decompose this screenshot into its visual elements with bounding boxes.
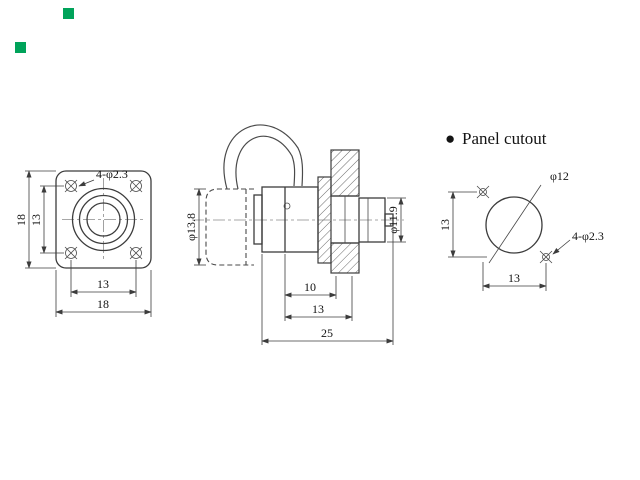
side-view: φ13.8 φ11.9 10 13 25 (184, 124, 406, 345)
flange-outline (55, 170, 152, 269)
connector-circle-outer (71, 187, 136, 252)
cap-ring (253, 194, 263, 245)
dim-rear-diameter: φ11.9 (386, 197, 406, 243)
connector-circle-mid (78, 194, 129, 245)
connector-circle-inner (86, 202, 121, 237)
dim-label-front-width-holes: 13 (97, 277, 109, 291)
dim-cap-diameter: φ13.8 (184, 188, 206, 266)
dim-cutout-height: 13 (438, 191, 487, 258)
dust-cap-outline (205, 188, 254, 266)
dim-label-cap-diameter: φ13.8 (184, 213, 198, 241)
dim-label-front-height-outer: 18 (14, 214, 28, 226)
dim-front-height-outer: 18 (14, 170, 56, 269)
cutout-circle (485, 196, 543, 254)
dim-cutout-width: 13 (482, 262, 547, 291)
dim-label-cutout-height: 13 (438, 219, 452, 231)
diameter-line (488, 184, 542, 264)
dim-label-rear-diameter: φ11.9 (386, 206, 400, 233)
panel-cutout-title: Panel cutout (462, 129, 547, 148)
panel-section-bottom (330, 242, 360, 274)
mounting-hole (65, 247, 77, 259)
dim-label-len-10: 10 (304, 280, 316, 294)
contact-pin (384, 213, 394, 227)
connector-body (261, 186, 319, 253)
dim-len-13: 13 (284, 276, 353, 321)
cutout-hole (479, 188, 487, 196)
green-marker-left (15, 42, 26, 53)
mounting-hole (130, 180, 142, 192)
dim-label-front-hole-callout: 4-φ2.3 (96, 167, 128, 181)
cutout-holes (476, 185, 553, 264)
dim-label-front-width-outer: 18 (97, 297, 109, 311)
dim-front-width-outer: 18 (55, 270, 152, 317)
panel-section-top (330, 149, 360, 197)
dim-cutout-hole-callout: 4-φ2.3 (552, 229, 604, 255)
dim-len-25: 25 (261, 229, 394, 345)
dim-label-len-25: 25 (321, 326, 333, 340)
mounting-holes (64, 179, 143, 260)
dim-len-10: 10 (284, 254, 337, 321)
dim-front-width-holes: 13 (70, 260, 137, 297)
flange-section (317, 176, 332, 264)
mounting-hole (65, 180, 77, 192)
dim-label-len-13: 13 (312, 302, 324, 316)
body-vent-hole (283, 202, 291, 210)
lanyard-cable-inner (235, 135, 296, 190)
cutout-hole (542, 253, 550, 261)
mounting-hole (130, 247, 142, 259)
front-view: 4-φ2.3 18 13 13 18 (14, 167, 152, 317)
dim-label-cutout-diameter: φ12 (550, 169, 569, 183)
dim-label-cutout-width: 13 (508, 271, 520, 285)
dim-front-height-holes: 13 (29, 185, 64, 254)
dim-front-hole-callout: 4-φ2.3 (78, 167, 128, 187)
green-marker-top (63, 8, 74, 19)
panel-cutout-view: ● Panel cutout φ12 4-φ2.3 13 (438, 129, 604, 291)
dim-label-cutout-hole-callout: 4-φ2.3 (572, 229, 604, 243)
bullet-icon: ● (445, 129, 455, 148)
lanyard-cable-outer (223, 124, 304, 190)
dim-label-front-height-holes: 13 (29, 214, 43, 226)
